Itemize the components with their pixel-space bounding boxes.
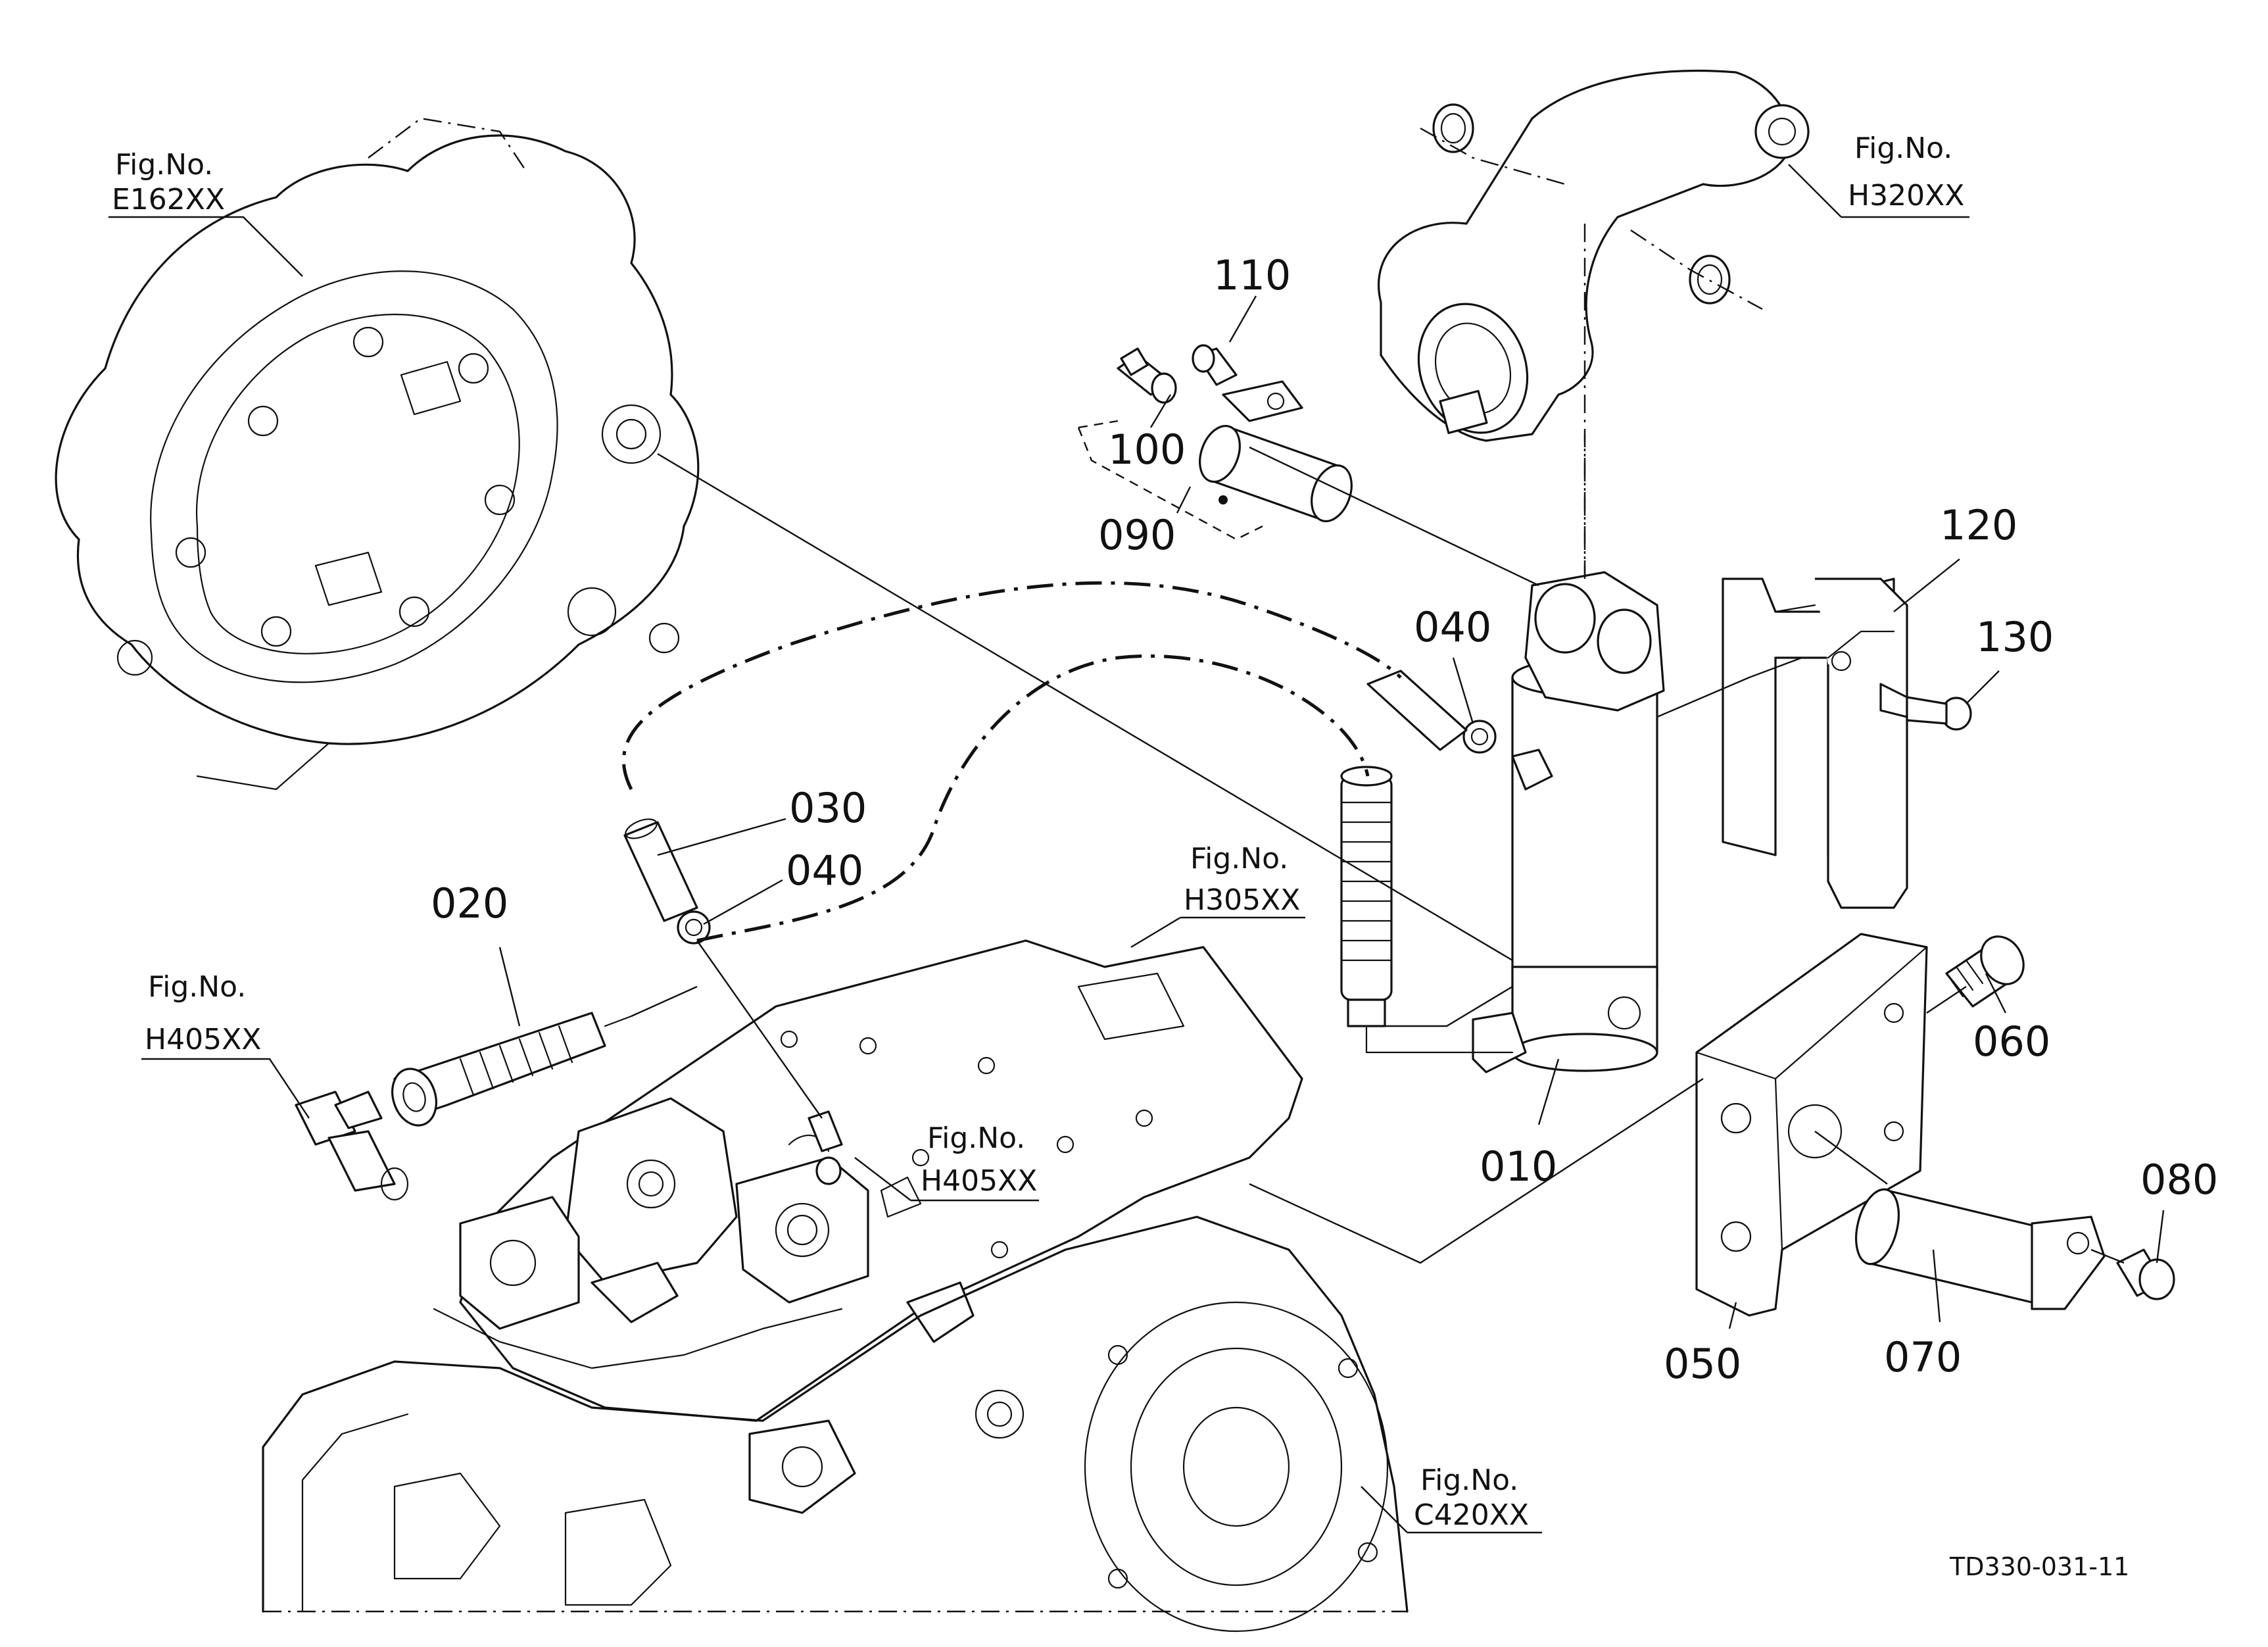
hose-connector-line: [631, 985, 698, 1018]
figref-h405-center-line1: Fig.No.: [927, 1121, 1025, 1155]
figref-h405-center-line2: H405XX: [921, 1164, 1037, 1198]
callout-060: 060: [1973, 1018, 2050, 1066]
hydraulic-line-inner: [696, 654, 1370, 943]
right-hose-drawing: [1340, 766, 1514, 1054]
figref-h405-left: Fig.No. H405XX: [145, 970, 261, 1056]
figref-h320-line1: Fig.No.: [1854, 132, 1952, 165]
figref-h305: Fig.No. H305XX: [1184, 842, 1300, 917]
figure-reference-labels: Fig.No. E162XX Fig.No. H320XX Fig.No. H3…: [112, 132, 1964, 1532]
figref-h320: Fig.No. H320XX: [1848, 132, 1964, 212]
callout-leaders: [498, 295, 2165, 1329]
figref-c420: Fig.No. C420XX: [1414, 1463, 1529, 1532]
housing-e162-drawing: [55, 117, 700, 791]
part-010-lift-cylinder: [1472, 434, 1665, 1073]
figref-leaders: [109, 164, 1969, 1534]
callout-050: 050: [1664, 1340, 1741, 1388]
figref-c420-line2: C420XX: [1414, 1498, 1529, 1532]
part-130-bolt: [1879, 683, 1972, 731]
figref-e162-line2: E162XX: [112, 183, 225, 216]
figref-h405-center: Fig.No. H405XX: [921, 1121, 1037, 1198]
figref-e162-line1: Fig.No.: [115, 148, 213, 182]
part-090-pin: [1077, 380, 1353, 541]
left-fitting-drawing: [295, 1091, 409, 1201]
callout-040-lower: 040: [786, 847, 863, 895]
hydraulic-line-outer: [621, 581, 1402, 791]
callout-020: 020: [431, 879, 508, 927]
callout-070: 070: [1884, 1333, 1962, 1381]
callout-labels: 010 020 030 040 040 050 060 070 080 090 …: [431, 251, 2218, 1388]
callout-130: 130: [1976, 613, 2054, 661]
figref-h405-left-line2: H405XX: [145, 1023, 261, 1056]
figref-h305-line1: Fig.No.: [1190, 842, 1288, 875]
figref-e162: Fig.No. E162XX: [112, 148, 225, 216]
callout-030: 030: [789, 784, 867, 832]
callout-120: 120: [1940, 501, 2017, 549]
part-030-tube: [623, 818, 698, 922]
figref-h320-line2: H320XX: [1848, 179, 1964, 212]
part-060-bolt: [1945, 935, 2025, 1008]
callout-110: 110: [1213, 251, 1291, 299]
alignment-lines: [657, 446, 2125, 1264]
callout-090: 090: [1098, 511, 1176, 559]
callout-040-upper: 040: [1414, 603, 1491, 651]
part-050-bracket: [1695, 933, 1928, 1317]
transmission-case-c420-drawing: [262, 1216, 1409, 1633]
part-110-bolt: [1192, 344, 1238, 386]
document-id: TD330-031-11: [1949, 1552, 2129, 1581]
part-070-pin: [1855, 1188, 2106, 1310]
upper-short-tube: [1366, 670, 1468, 751]
lift-arm-h320-drawing: [1377, 69, 1810, 592]
figref-h405-left-line1: Fig.No.: [148, 970, 246, 1004]
center-fitting-drawing: [696, 940, 843, 1185]
figref-c420-line1: Fig.No.: [1420, 1463, 1518, 1497]
part-020-hose: [391, 1012, 633, 1127]
part-040-clamp-upper: [1462, 720, 1497, 754]
callout-100: 100: [1108, 426, 1186, 474]
callout-010: 010: [1480, 1143, 1557, 1191]
callout-080: 080: [2140, 1156, 2218, 1204]
part-120-cover: [1722, 578, 1908, 909]
part-040-clamp-lower: [677, 910, 711, 945]
valve-block-h305-drawing: [433, 939, 1303, 1422]
figref-h305-line2: H305XX: [1184, 883, 1300, 917]
